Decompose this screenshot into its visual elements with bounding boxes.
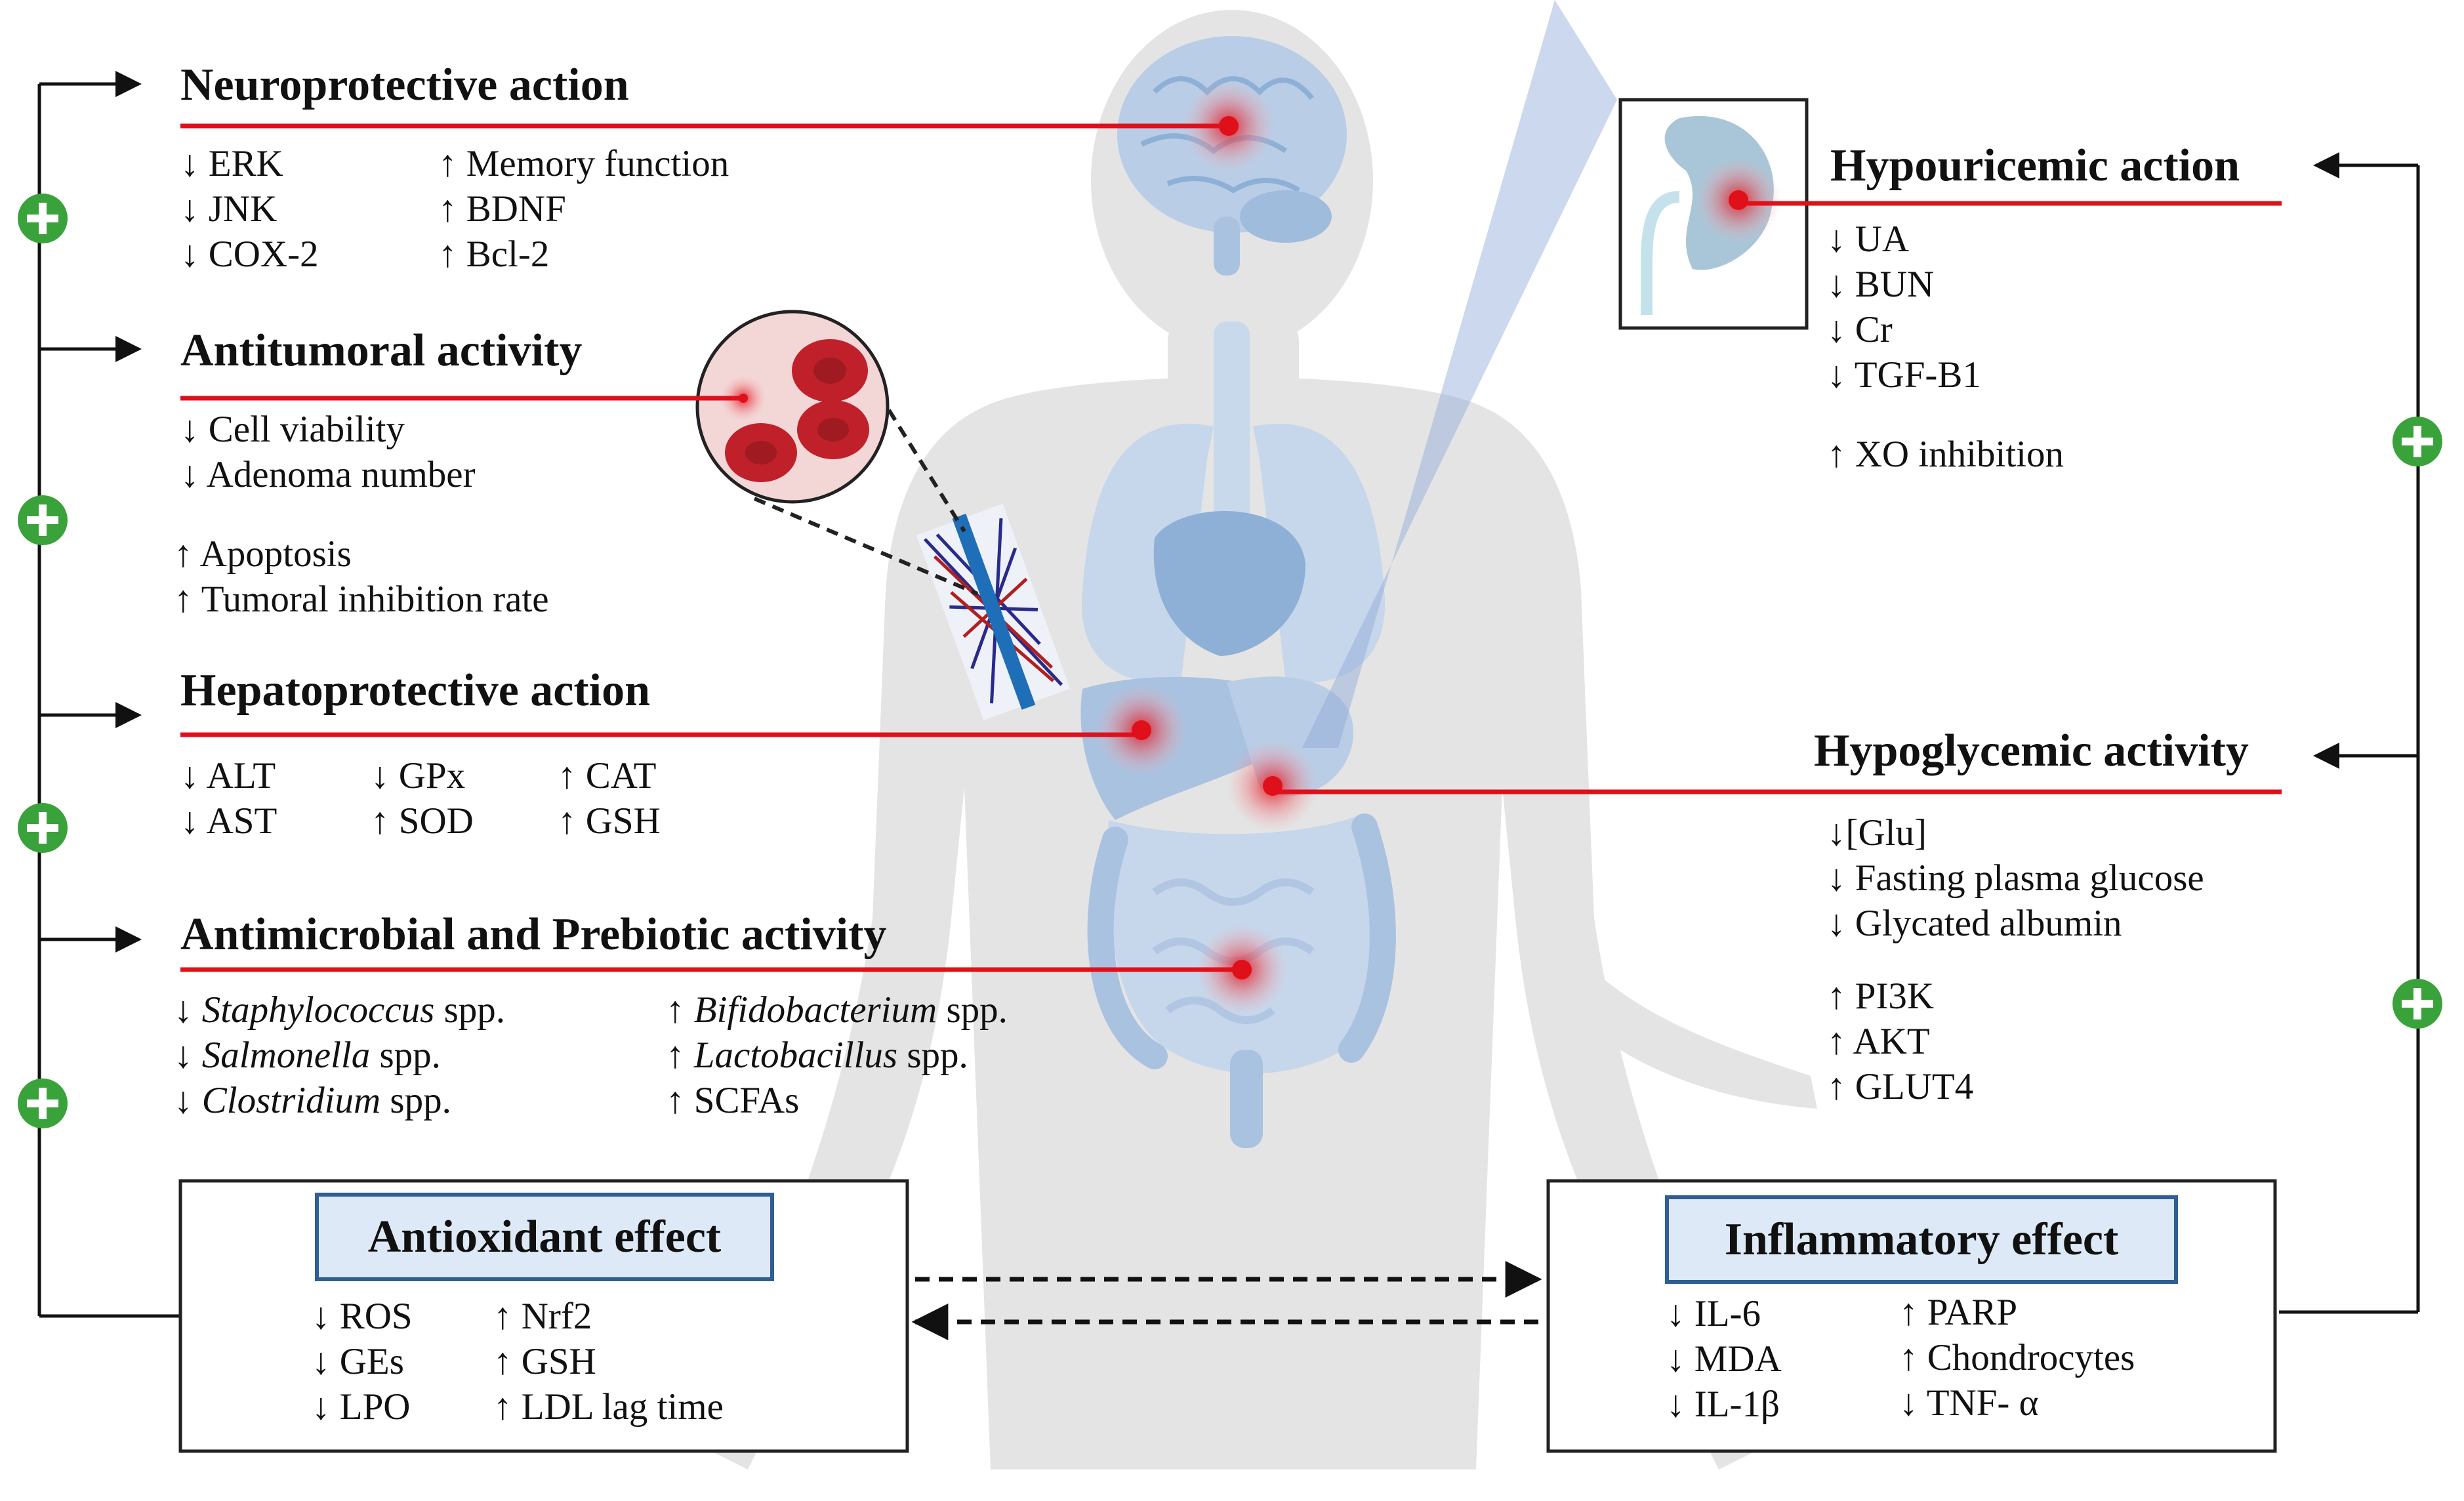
list-item: ↑ Tumoral inhibition rate (174, 579, 549, 620)
neuroprotective-list-1: ↓ ERK ↓ JNK ↓ COX-2 (180, 141, 319, 277)
antitumoral-list-2: ↑ Apoptosis ↑ Tumoral inhibition rate (174, 531, 549, 622)
list-item: ↑ Bifidobacterium spp. (666, 989, 1008, 1031)
hypoglycemic-list-2: ↑ PI3K ↑ AKT ↑ GLUT4 (1827, 974, 1973, 1109)
antitumoral-list-1: ↓ Cell viability ↓ Adenoma number (180, 407, 476, 497)
list-item: ↓ ROS (312, 1296, 413, 1337)
list-item: ↓ IL-1β (1666, 1384, 1780, 1425)
plus-circle-icon (18, 194, 2442, 1128)
hypoglycemic-list-1: ↓[Glu] ↓ Fasting plasma glucose ↓ Glycat… (1827, 810, 2204, 946)
list-item: ↓ MDA (1666, 1338, 1782, 1380)
right-connector (2279, 152, 2420, 1314)
list-item: ↓ Clostridium spp. (174, 1080, 451, 1121)
list-item: ↑ Nrf2 (493, 1296, 592, 1337)
antimicrobial-list-2: ↑ Bifidobacterium spp. ↑ Lactobacillus s… (666, 987, 1008, 1123)
antimicrobial-title: Antimicrobial and Prebiotic activity (180, 909, 887, 960)
antimicrobial-list-1: ↓ Staphylococcus spp. ↓ Salmonella spp. … (174, 987, 505, 1123)
list-item: ↓ BUN (1827, 264, 1935, 305)
hypouricemic-list-1: ↓ UA ↓ BUN ↓ Cr ↓ TGF-B1 (1827, 216, 1981, 398)
hypouricemic-title: Hypouricemic action (1830, 140, 2240, 191)
inflammatory-header: Inflammatory effect (1665, 1195, 2178, 1284)
hepatoprotective-list-1: ↓ ALT ↓ AST (180, 753, 277, 844)
blood-cells-inset (695, 310, 979, 596)
list-item: ↑ Apoptosis (174, 533, 352, 575)
list-item: ↓ TNF- α (1899, 1382, 2039, 1424)
list-item: ↑ Chondrocytes (1899, 1337, 2135, 1378)
list-item: ↑ AKT (1827, 1021, 1930, 1062)
leader-lines (180, 123, 2282, 972)
list-item: ↑ SCFAs (666, 1080, 800, 1121)
list-item: ↑ GSH (493, 1341, 596, 1382)
list-item: ↑ XO inhibition (1827, 434, 2064, 475)
antioxidant-list-1: ↓ ROS ↓ GEs ↓ LPO (312, 1294, 413, 1429)
hypouricemic-list-2: ↑ XO inhibition (1827, 432, 2064, 477)
list-item: ↑ Lactobacillus spp. (666, 1035, 968, 1076)
list-item: ↓ GEs (312, 1341, 404, 1382)
list-item: ↓ Cell viability (180, 409, 405, 450)
list-item: ↑ Bcl-2 (438, 234, 550, 275)
list-item: ↓ Cr (1827, 309, 1893, 350)
list-item: ↓ Fasting plasma glucose (1827, 857, 2204, 899)
inflammatory-list-1: ↓ IL-6 ↓ MDA ↓ IL-1β (1666, 1291, 1782, 1427)
antioxidant-list-2: ↑ Nrf2 ↑ GSH ↑ LDL lag time (493, 1294, 724, 1429)
list-item: ↑ CAT (558, 755, 657, 796)
antioxidant-header: Antioxidant effect (315, 1193, 774, 1281)
list-item: ↓ UA (1827, 218, 1910, 260)
list-item: ↑ LDL lag time (493, 1386, 724, 1428)
list-item: ↓ GPx (371, 755, 466, 796)
bidirectional-arrows (911, 1261, 1542, 1340)
list-item: ↑ Memory function (438, 143, 729, 184)
hepatoprotective-title: Hepatoprotective action (180, 665, 651, 716)
list-item: ↓ AST (180, 800, 277, 842)
list-item: ↓ ERK (180, 143, 283, 184)
antitumoral-title: Antitumoral activity (180, 325, 583, 376)
list-item: ↓ Glycated albumin (1827, 903, 2122, 944)
list-item: ↑ BDNF (438, 188, 566, 230)
list-item: ↓ Salmonella spp. (174, 1035, 441, 1076)
list-item: ↑ GLUT4 (1827, 1066, 1974, 1107)
lungs-organ (1081, 321, 1386, 684)
list-item: ↓ JNK (180, 188, 277, 230)
list-item: ↓ TGF-B1 (1827, 354, 1981, 396)
blood-vessel-illustration (916, 503, 1071, 720)
list-item: ↑ PI3K (1827, 976, 1935, 1017)
list-item: ↓ Adenoma number (180, 454, 476, 495)
hepatoprotective-list-2: ↓ GPx ↑ SOD (371, 753, 474, 844)
hypoglycemic-title: Hypoglycemic activity (1814, 726, 2249, 776)
list-item: ↓ LPO (312, 1386, 411, 1428)
list-item: ↑ PARP (1899, 1292, 2018, 1333)
list-item: ↓ Staphylococcus spp. (174, 989, 505, 1031)
list-item: ↑ GSH (558, 800, 661, 842)
inflammatory-list-2: ↑ PARP ↑ Chondrocytes ↓ TNF- α (1899, 1290, 2135, 1426)
left-connector (37, 71, 182, 1318)
list-item: ↓[Glu] (1827, 812, 1927, 853)
list-item: ↓ IL-6 (1666, 1293, 1761, 1334)
neuroprotective-title: Neuroprotective action (180, 60, 629, 110)
neuroprotective-list-2: ↑ Memory function ↑ BDNF ↑ Bcl-2 (438, 141, 729, 277)
hepatoprotective-list-3: ↑ CAT ↑ GSH (558, 753, 661, 844)
list-item: ↓ ALT (180, 755, 276, 796)
list-item: ↓ COX-2 (180, 234, 319, 275)
list-item: ↑ SOD (371, 800, 474, 842)
